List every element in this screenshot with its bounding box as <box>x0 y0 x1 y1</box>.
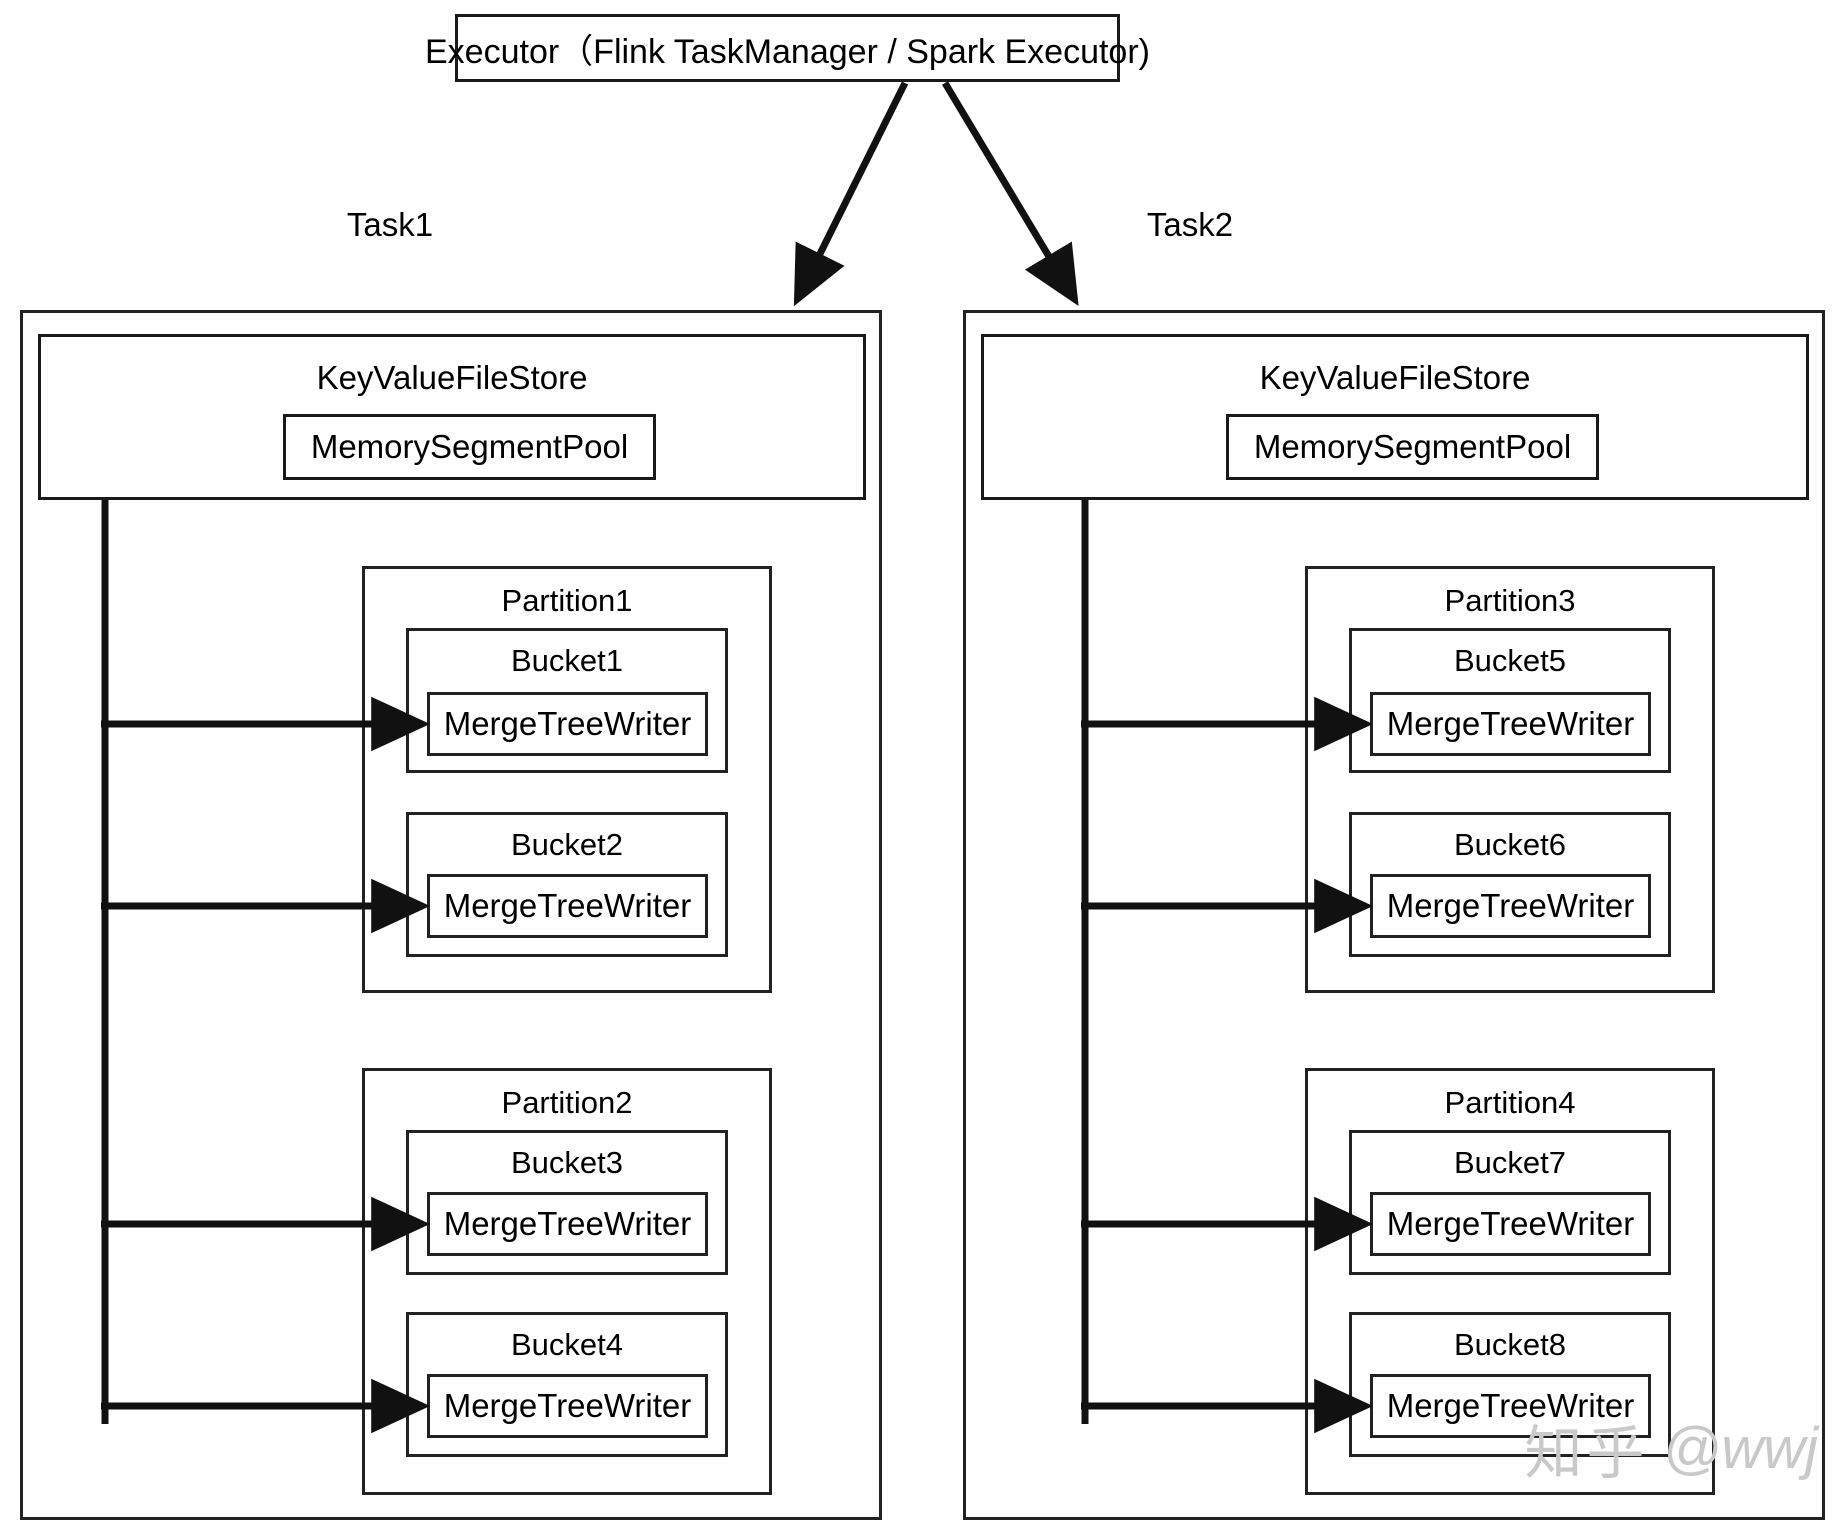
task1-keyvaluefilestore-label: KeyValueFileStore <box>316 359 588 396</box>
task1-bucket1-label: Bucket1 <box>510 643 623 678</box>
task2-keyvaluefilestore-label: KeyValueFileStore <box>1259 359 1531 396</box>
task1-memorysegmentpool-label: MemorySegmentPool <box>310 428 629 465</box>
task1-bucket1-mergetreewriter-label: MergeTreeWriter <box>443 705 692 742</box>
task1-label: Task1 <box>346 206 434 243</box>
task2-bucket7-label: Bucket7 <box>1453 1145 1566 1180</box>
task2-bucket6-label: Bucket6 <box>1453 827 1566 862</box>
task1-bucket2-mergetreewriter-label: MergeTreeWriter <box>443 887 692 924</box>
task2-partition3-frame: Partition3 <box>1305 566 1715 993</box>
executor-label: Executor（Flink TaskManager / Spark Execu… <box>425 32 1150 71</box>
task2-frame <box>963 310 1825 1520</box>
arrow-executor-to-task1 <box>793 81 909 307</box>
task2-label: Task2 <box>1146 206 1234 243</box>
task1-bucket2-label: Bucket2 <box>510 827 623 862</box>
task1-bucket3-mergetreewriter-box: MergeTreeWriter <box>427 1192 708 1256</box>
task1-bucket1-mergetreewriter-box: MergeTreeWriter <box>427 692 708 756</box>
task1-partition1-label: Partition1 <box>501 583 633 618</box>
task1-partition1-frame: Partition1 <box>362 566 772 993</box>
task1-bucket2-mergetreewriter-box: MergeTreeWriter <box>427 874 708 938</box>
task2-partition4-frame: Partition4 <box>1305 1068 1715 1495</box>
task1-partition2-label: Partition2 <box>501 1085 633 1120</box>
executor-box: Executor（Flink TaskManager / Spark Execu… <box>425 14 1150 82</box>
task2-bucket5-mergetreewriter-box: MergeTreeWriter <box>1370 692 1651 756</box>
task1-keyvaluefilestore-frame: KeyValueFileStore <box>38 334 866 500</box>
task1-bucket3-label: Bucket3 <box>510 1145 623 1180</box>
task2-bucket5-label: Bucket5 <box>1453 643 1566 678</box>
task1-memorysegmentpool-box: MemorySegmentPool <box>283 414 656 480</box>
task2-bucket7-mergetreewriter-label: MergeTreeWriter <box>1386 1205 1635 1242</box>
task2-bucket8-label: Bucket8 <box>1453 1327 1566 1362</box>
task2-bucket8-mergetreewriter-label: MergeTreeWriter <box>1386 1387 1635 1424</box>
arrow-executor-to-task2 <box>941 81 1079 307</box>
task2-memorysegmentpool-box: MemorySegmentPool <box>1226 414 1599 480</box>
watermark-site-label: 知乎 <box>1524 1419 1649 1487</box>
task1-bucket3-mergetreewriter-label: MergeTreeWriter <box>443 1205 692 1242</box>
watermark-handle-label: @wwj <box>1662 1415 1818 1481</box>
task2-bucket7-mergetreewriter-box: MergeTreeWriter <box>1370 1192 1651 1256</box>
task1-partition2-frame: Partition2 <box>362 1068 772 1495</box>
task1-bucket4-label: Bucket4 <box>510 1327 623 1362</box>
task2-bucket5-mergetreewriter-label: MergeTreeWriter <box>1386 705 1635 742</box>
task2-partition3-label: Partition3 <box>1444 583 1576 618</box>
task2-bucket8-mergetreewriter-box: MergeTreeWriter <box>1370 1374 1651 1438</box>
task1-bucket4-mergetreewriter-label: MergeTreeWriter <box>443 1387 692 1424</box>
task1-bucket4-mergetreewriter-box: MergeTreeWriter <box>427 1374 708 1438</box>
task2-bucket6-mergetreewriter-box: MergeTreeWriter <box>1370 874 1651 938</box>
task1-frame <box>20 310 882 1520</box>
task2-partition4-label: Partition4 <box>1444 1085 1576 1120</box>
watermark: 知乎 @wwj <box>1524 1406 1818 1490</box>
task2-bucket6-mergetreewriter-label: MergeTreeWriter <box>1386 887 1635 924</box>
task2-memorysegmentpool-label: MemorySegmentPool <box>1253 428 1572 465</box>
task2-keyvaluefilestore-frame: KeyValueFileStore <box>981 334 1809 500</box>
task2-bucket7-frame: Bucket7 <box>1349 1130 1671 1275</box>
